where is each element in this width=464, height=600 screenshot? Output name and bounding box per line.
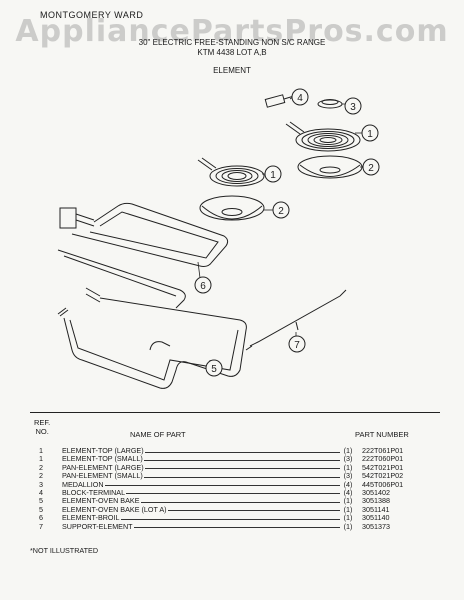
quantity: (3) xyxy=(343,471,353,481)
section-title: ELEMENT xyxy=(213,66,251,75)
terminal-block xyxy=(264,94,295,108)
model-number: KTM 4438 LOT A,B xyxy=(197,48,267,57)
parts-row: 6 ELEMENT-BROIL (1) 3051140 xyxy=(0,513,464,523)
parts-row: 7 SUPPORT-ELEMENT (1) 3051373 xyxy=(0,521,464,531)
quantity: (1) xyxy=(343,496,353,506)
svg-text:1: 1 xyxy=(367,129,373,140)
quantity: (1) xyxy=(343,446,353,455)
column-header-ref: REF. NO. xyxy=(34,418,50,436)
callout-7: 7 xyxy=(288,335,306,353)
part-name: PAN-ELEMENT (LARGE) xyxy=(62,463,340,472)
quantity: (1) xyxy=(343,521,353,531)
part-number: 3051373 xyxy=(362,521,390,531)
parts-row: 5 ELEMENT-OVEN BAKE (LOT A) (1) 3051141 xyxy=(0,504,464,514)
svg-text:2: 2 xyxy=(368,163,374,174)
parts-row: 2 PAN-ELEMENT (SMALL) (3) 542T021P02 xyxy=(0,471,464,481)
brand-name: MONTGOMERY WARD xyxy=(40,10,144,20)
column-header-name: NAME OF PART xyxy=(130,430,186,439)
part-number: 3051388 xyxy=(362,496,390,506)
part-number: 3051402 xyxy=(362,487,390,497)
ref-number: 4 xyxy=(39,487,43,497)
support-element xyxy=(245,289,347,351)
parts-row: 5 ELEMENT-OVEN BAKE (1) 3051388 xyxy=(0,496,464,506)
svg-text:3: 3 xyxy=(350,102,356,113)
svg-text:7: 7 xyxy=(294,340,300,351)
parts-row: 2 PAN-ELEMENT (LARGE) (1) 542T021P01 xyxy=(0,462,464,472)
ref-number: 3 xyxy=(39,479,43,489)
part-number: 3051140 xyxy=(362,513,390,523)
part-name: ELEMENT-TOP (LARGE) xyxy=(62,447,340,455)
broil-element xyxy=(57,202,229,309)
part-name: ELEMENT-TOP (SMALL) xyxy=(62,455,340,464)
medallion xyxy=(317,99,343,109)
part-name: SUPPORT-ELEMENT xyxy=(62,522,340,531)
watermark: AppliancePartsPros.com xyxy=(15,14,449,49)
ref-number: 5 xyxy=(39,504,43,514)
part-number: 445T006P01 xyxy=(362,479,404,489)
pan-element-small xyxy=(199,195,265,221)
quantity: (1) xyxy=(343,513,353,523)
part-number: 542T021P01 xyxy=(362,462,404,472)
callout-6: 6 xyxy=(194,276,212,294)
part-name: BLOCK-TERMINAL xyxy=(62,488,340,497)
part-number: 222T060P01 xyxy=(362,454,404,464)
exploded-parts-diagram: 1 1 2 2 3 4 5 xyxy=(57,88,380,389)
ref-number: 1 xyxy=(39,446,43,455)
parts-row: 3 MEDALLION (4) 445T006P01 xyxy=(0,479,464,489)
column-header-ref-line2: NO. xyxy=(35,427,49,436)
bake-element xyxy=(57,287,247,389)
svg-text:4: 4 xyxy=(297,93,303,104)
callout-2-large: 2 xyxy=(362,158,380,176)
element-top-small xyxy=(197,157,265,187)
callout-5: 5 xyxy=(205,359,223,377)
ref-number: 6 xyxy=(39,513,43,523)
pan-element-large xyxy=(297,155,363,179)
part-number: 3051141 xyxy=(362,504,390,514)
table-top-rule xyxy=(30,412,440,413)
part-name: PAN-ELEMENT (SMALL) xyxy=(62,472,340,481)
quantity: (1) xyxy=(343,462,353,472)
ref-number: 2 xyxy=(39,462,43,472)
ref-number: 1 xyxy=(39,454,43,464)
callout-4: 4 xyxy=(291,88,309,106)
quantity: (4) xyxy=(343,479,353,489)
parts-row: 1 ELEMENT-TOP (LARGE) (1) 222T061P01 xyxy=(0,446,464,455)
ref-number: 7 xyxy=(39,521,43,531)
column-header-ref-line1: REF. xyxy=(34,418,51,427)
parts-row: 1 ELEMENT-TOP (SMALL) (3) 222T060P01 xyxy=(0,454,464,464)
part-name: MEDALLION xyxy=(62,480,340,489)
parts-list: 1 ELEMENT-TOP (LARGE) (1) 222T061P01 1 E… xyxy=(0,446,464,531)
callout-1-small: 1 xyxy=(264,165,282,183)
parts-row: 4 BLOCK-TERMINAL (4) 3051402 xyxy=(0,487,464,497)
quantity: (1) xyxy=(343,504,353,514)
svg-text:1: 1 xyxy=(270,170,276,181)
callout-3: 3 xyxy=(344,97,362,115)
range-description: 30" ELECTRIC FREE-STANDING NON S/C RANGE xyxy=(138,38,326,47)
not-illustrated-note: *NOT ILLUSTRATED xyxy=(30,546,99,555)
ref-number: 5 xyxy=(39,496,43,506)
column-header-part-number: PART NUMBER xyxy=(355,430,409,439)
svg-text:2: 2 xyxy=(278,206,284,217)
part-number: 222T061P01 xyxy=(362,446,404,455)
ref-number: 2 xyxy=(39,471,43,481)
part-name: ELEMENT-BROIL xyxy=(62,514,340,523)
svg-text:5: 5 xyxy=(211,364,217,375)
quantity: (4) xyxy=(343,487,353,497)
svg-text:6: 6 xyxy=(200,281,206,292)
callout-1-large: 1 xyxy=(361,124,379,142)
part-number: 542T021P02 xyxy=(362,471,404,481)
part-name: ELEMENT-OVEN BAKE (LOT A) xyxy=(62,505,340,514)
quantity: (3) xyxy=(343,454,353,464)
element-top-large xyxy=(285,121,361,152)
callout-2-small: 2 xyxy=(272,201,290,219)
part-name: ELEMENT-OVEN BAKE xyxy=(62,497,340,506)
